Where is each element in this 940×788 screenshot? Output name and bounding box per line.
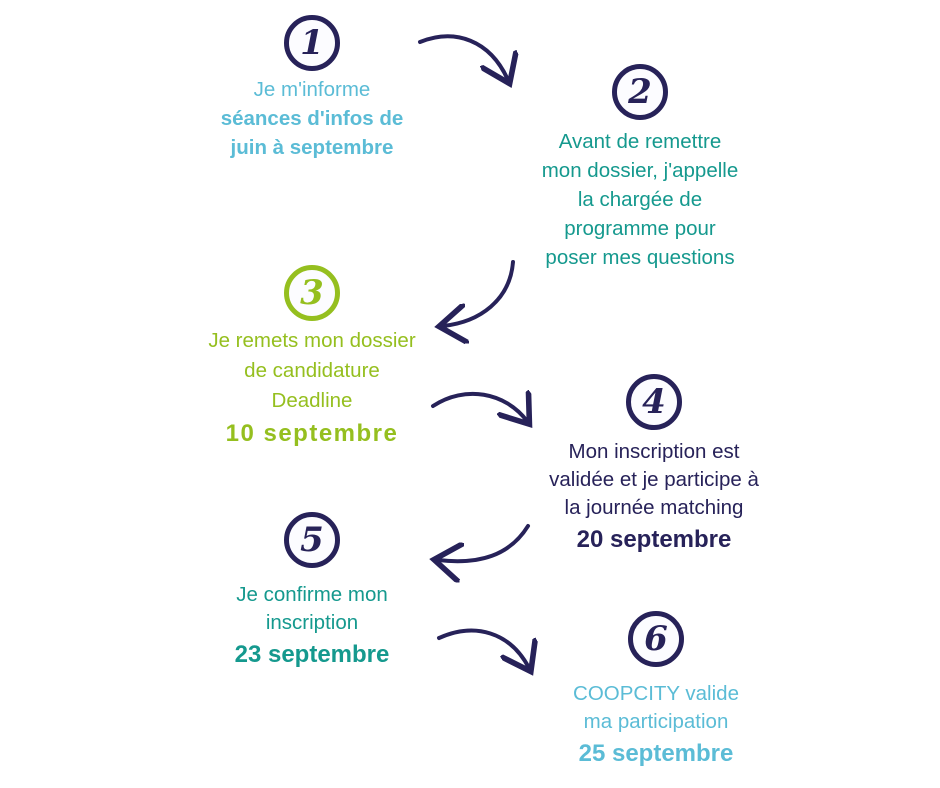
- step-2-line: poser mes questions: [545, 246, 735, 269]
- step-6-number-badge: 6: [628, 611, 684, 667]
- step-2-line: programme pour: [564, 217, 716, 240]
- step-2-text: Avant de remettre mon dossier, j'appelle…: [490, 127, 790, 272]
- step-4-date: 20 septembre: [576, 526, 732, 553]
- step-3-line: Je remets mon dossier: [208, 329, 416, 352]
- step-6-line: COOPCITY valide: [573, 682, 739, 705]
- step-2-line: mon dossier, j'appelle: [541, 159, 739, 182]
- step-6-line: ma participation: [583, 710, 729, 733]
- step-5-line: inscription: [265, 611, 359, 634]
- step-3-date: 10 septembre: [225, 420, 399, 447]
- arrow-1-to-2: [418, 34, 508, 80]
- step-4-number-badge: 4: [626, 374, 682, 430]
- step-4-line: la journée matching: [564, 496, 744, 519]
- step-1-line: Je m'informe: [253, 78, 371, 101]
- arrow-4-to-5: [438, 524, 530, 561]
- step-4-text: Mon inscription est validée et je partic…: [504, 438, 804, 556]
- step-5-number-badge: 5: [284, 512, 340, 568]
- step-2-number-badge: 2: [612, 64, 668, 120]
- step-6-date: 25 septembre: [578, 740, 734, 767]
- step-1-bold-line: juin à septembre: [230, 136, 394, 159]
- step-1-text: Je m'informe séances d'infos de juin à s…: [162, 75, 462, 162]
- step-3-number-badge: 3: [284, 265, 340, 321]
- step-4-line: validée et je participe à: [549, 468, 759, 491]
- step-4-line: Mon inscription est: [568, 440, 740, 463]
- arrow-3-to-4: [431, 394, 527, 421]
- step-3-line: Deadline: [271, 389, 353, 412]
- step-2-line: la chargée de: [577, 188, 703, 211]
- step-3-text: Je remets mon dossier de candidature Dea…: [162, 326, 462, 450]
- arrow-5-to-6: [437, 628, 529, 668]
- step-1-number-badge: 1: [284, 15, 340, 71]
- step-5-date: 23 septembre: [234, 641, 390, 668]
- step-5-line: Je confirme mon: [236, 583, 388, 606]
- step-5-text: Je confirme mon inscription 23 septembre: [162, 581, 462, 671]
- step-6-text: COOPCITY valide ma participation 25 sept…: [506, 680, 806, 770]
- step-1-bold-line: séances d'infos de: [220, 107, 404, 130]
- step-3-line: de candidature: [244, 359, 380, 382]
- arrow-2-to-3: [443, 260, 515, 326]
- step-2-line: Avant de remettre: [558, 130, 722, 153]
